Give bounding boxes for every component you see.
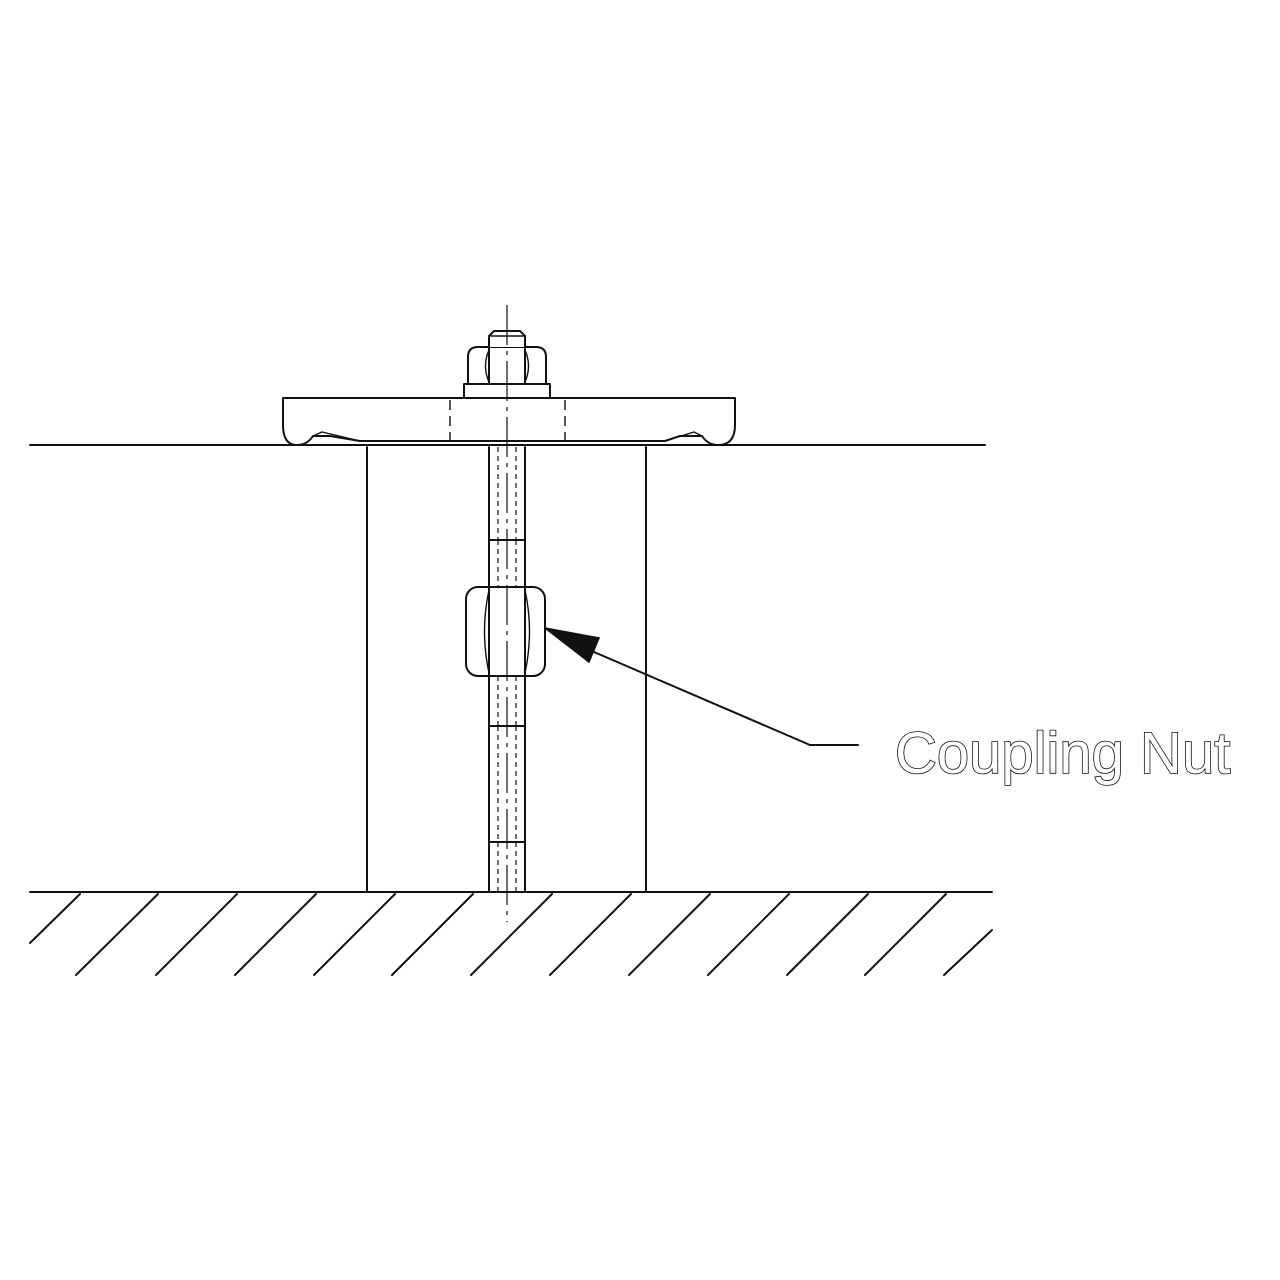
ground-hatch	[29, 891, 993, 976]
callout-leader	[544, 627, 859, 746]
leader-arrowhead	[544, 627, 601, 664]
coupling-nut	[465, 586, 546, 677]
pier-walls	[366, 446, 647, 893]
base-plate	[282, 397, 736, 446]
coupling-nut-label: Coupling Nut	[895, 721, 1230, 786]
